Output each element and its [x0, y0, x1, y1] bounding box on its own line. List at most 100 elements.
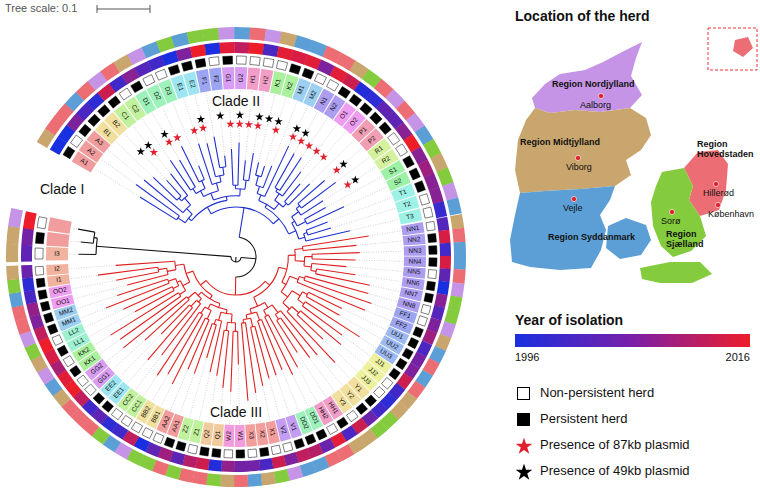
- leaf-guide: [124, 133, 166, 179]
- branch: [312, 254, 313, 259]
- branch: [180, 291, 186, 295]
- legend-star: [516, 464, 532, 480]
- branch: [192, 200, 227, 220]
- branch: [285, 184, 301, 202]
- region-cell: [7, 279, 21, 294]
- branch: [241, 257, 256, 258]
- region-cell: [249, 27, 266, 40]
- persistence-square: [98, 105, 110, 117]
- herd-code: X2: [258, 430, 266, 439]
- branch: [170, 160, 190, 190]
- leaf-guide: [295, 111, 318, 152]
- city-name: Viborg: [566, 162, 592, 172]
- year-cell: [21, 228, 34, 246]
- branch: [216, 183, 218, 191]
- persistence-square: [289, 64, 301, 74]
- branch: [231, 257, 241, 262]
- city-name: Aalborg: [580, 100, 611, 110]
- leaf-guide: [127, 361, 147, 384]
- persistence-square: [421, 304, 431, 314]
- herd-box: [46, 232, 69, 247]
- persistence-square: [429, 258, 437, 267]
- tree-label: Tree scale: 0.1: [5, 2, 77, 15]
- leaf-guide: [108, 150, 143, 180]
- region-cell: [447, 197, 462, 215]
- tree-label: Clade III: [208, 404, 264, 420]
- persistence-square: [294, 438, 305, 448]
- herd-code: V2: [279, 425, 287, 434]
- region-cell: [451, 282, 465, 298]
- plasmid-star: [197, 115, 205, 123]
- persistence-square: [408, 338, 419, 349]
- branch: [219, 312, 221, 320]
- region-cell: [12, 305, 27, 321]
- region-cell: [6, 226, 20, 245]
- branch: [207, 325, 217, 358]
- branch: [188, 292, 195, 298]
- leaf-guide: [269, 379, 280, 418]
- leaf-guide: [94, 336, 110, 346]
- herd-box: [235, 67, 247, 89]
- leaf-guide: [106, 349, 123, 362]
- branch: [257, 186, 259, 193]
- panel-label: Year of isolation: [515, 312, 623, 328]
- persistence-square: [302, 68, 314, 79]
- persistence-square: [223, 56, 233, 64]
- herd-box: [223, 425, 234, 447]
- branch: [199, 144, 212, 185]
- branch: [223, 331, 229, 388]
- leaf-guide: [310, 139, 354, 183]
- leaf-guide: [184, 98, 199, 142]
- leaf-guide: [72, 280, 115, 288]
- branch: [257, 312, 260, 320]
- branch: [153, 177, 177, 200]
- herd-box: [48, 217, 72, 234]
- herd-code: W2: [226, 431, 233, 441]
- region-name: Region Syddanmark: [548, 232, 635, 242]
- branch: [297, 277, 299, 283]
- persistence-square: [164, 437, 175, 447]
- herd-code: G2: [237, 74, 244, 83]
- branch: [264, 310, 267, 316]
- leaf-guide: [113, 341, 145, 370]
- branch: [280, 318, 309, 358]
- city-dot: [713, 181, 718, 186]
- branch: [168, 279, 169, 283]
- leaf-guide: [85, 310, 123, 328]
- persistence-square: [168, 65, 180, 76]
- branch: [295, 249, 303, 250]
- persistence-square: [209, 57, 219, 66]
- herd-code: H1: [250, 74, 257, 83]
- year-cell: [175, 47, 192, 61]
- branch: [214, 319, 216, 324]
- branch: [200, 280, 206, 284]
- persistence-square: [248, 449, 257, 458]
- plasmid-star: [332, 166, 340, 174]
- branch: [106, 283, 169, 308]
- region-area: Region HovedstadenHillerødKøbenhavn: [684, 37, 753, 216]
- region-cell: [261, 472, 276, 486]
- branch: [256, 176, 259, 185]
- leaf-guide: [351, 219, 399, 230]
- branch: [265, 315, 269, 317]
- branch: [187, 209, 193, 214]
- persistence-square: [131, 422, 142, 433]
- branch: [136, 185, 179, 216]
- branch: [226, 322, 227, 330]
- herd-box: [404, 245, 426, 256]
- region-cell: [6, 244, 18, 262]
- leaf-guide: [366, 311, 390, 321]
- branch: [265, 281, 270, 285]
- branch: [210, 321, 222, 372]
- branch: [288, 255, 295, 256]
- region-cell: [218, 27, 234, 40]
- persistence-square: [85, 384, 97, 396]
- leaf-guide: [327, 176, 383, 207]
- branch: [256, 185, 263, 187]
- persistence-square: [237, 56, 247, 64]
- city-dot: [598, 93, 603, 98]
- branch: [223, 167, 224, 175]
- year-cell: [438, 230, 450, 244]
- branch: [276, 192, 283, 196]
- branch: [211, 193, 214, 200]
